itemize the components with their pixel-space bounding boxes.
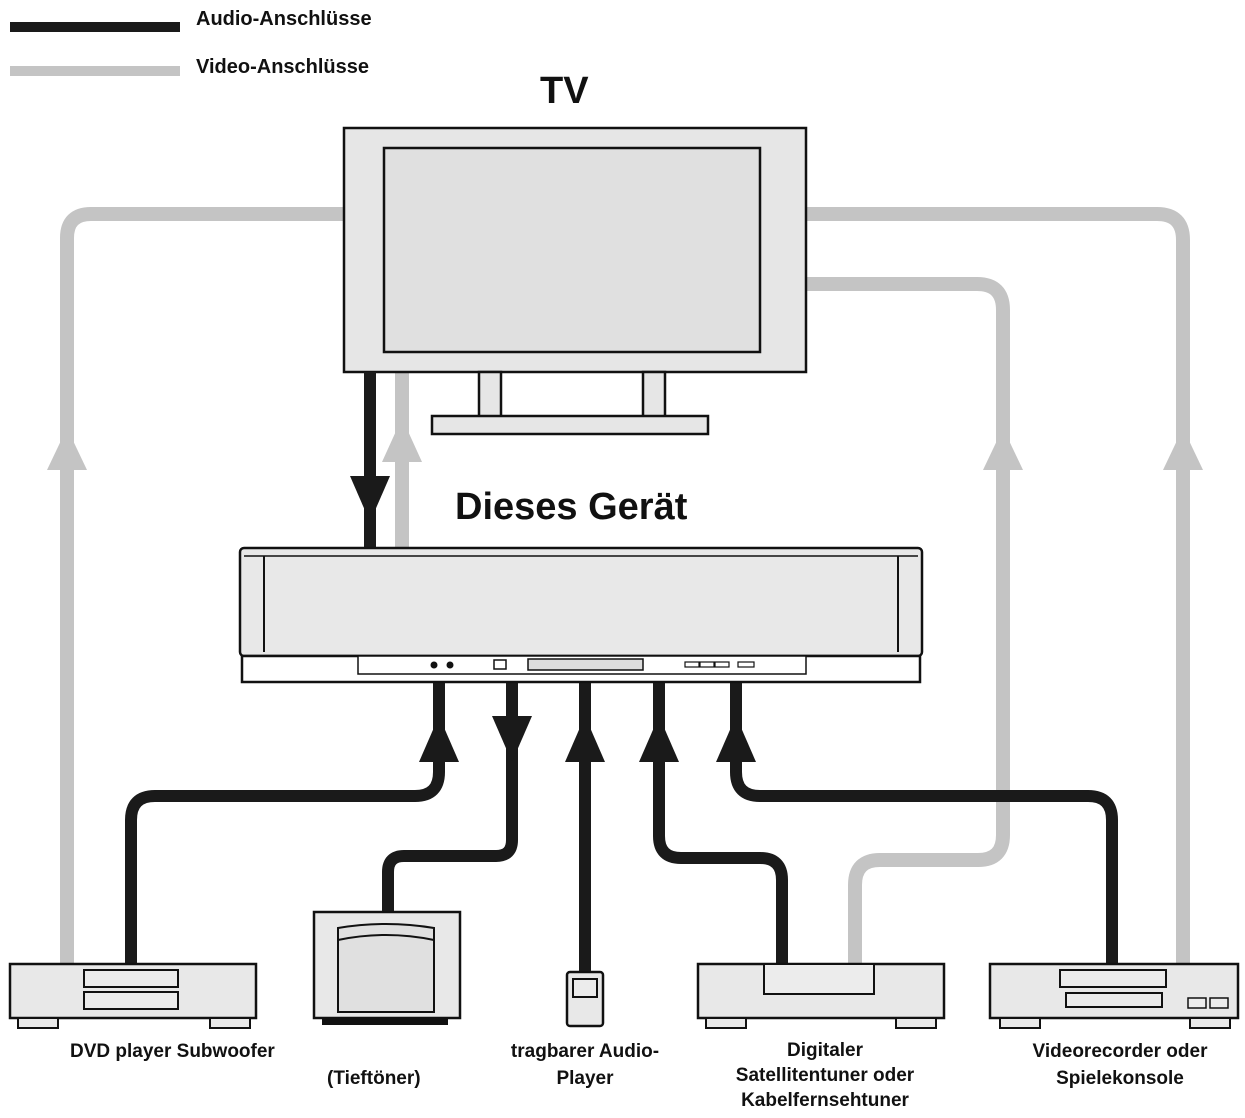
audio-arrow-dvd — [419, 716, 459, 762]
audio-cable-vcr — [730, 682, 1118, 965]
tv-illustration — [342, 126, 808, 436]
video-arrow-tuner — [983, 428, 1023, 470]
portable-player-label: tragbarer Audio- Player — [485, 1038, 685, 1092]
legend-audio-label: Audio-Anschlüsse — [196, 8, 372, 30]
dvd-player-illustration — [8, 962, 258, 1029]
tv-title: TV — [540, 70, 589, 112]
vcr-label-line1: Videorecorder oder — [1032, 1041, 1208, 1062]
tuner-label: Digitaler Satellitentuner oder Kabelfern… — [710, 1038, 940, 1113]
video-arrow-dvd — [47, 428, 87, 470]
audio-cable-tuner — [653, 682, 788, 965]
vcr-label: Videorecorder oder Spielekonsole — [1005, 1038, 1235, 1092]
tuner-label-line1: Digitaler — [786, 1040, 864, 1061]
video-cable-tuner — [805, 277, 1010, 965]
portable-label-line1: tragbarer Audio- — [510, 1041, 660, 1062]
audio-arrow-tv-device — [350, 476, 390, 522]
legend-video-swatch — [10, 66, 180, 76]
tv-stand — [430, 414, 710, 436]
dvd-label: DVD player Subwoofer — [70, 1041, 275, 1062]
tv-screen — [382, 146, 762, 354]
tuner-illustration — [696, 962, 946, 1029]
tuner-label-line3: Kabelfernsehtuner — [741, 1090, 909, 1111]
device-illustration — [238, 546, 924, 684]
legend-audio-swatch — [10, 22, 180, 32]
vcr-illustration — [988, 962, 1240, 1029]
audio-arrow-tuner — [639, 716, 679, 762]
portable-player-illustration — [565, 970, 605, 1028]
tuner-label-line2: Satellitentuner oder — [735, 1065, 915, 1086]
audio-arrow-subwoofer — [492, 716, 532, 762]
subwoofer-illustration — [312, 910, 462, 1025]
video-cable-vcr — [805, 207, 1190, 965]
subwoofer-label: (Tieftöner) — [327, 1068, 421, 1089]
legend-video-label: Video-Anschlüsse — [196, 56, 370, 78]
portable-label-line2: Player — [556, 1068, 614, 1089]
vcr-label-line2: Spielekonsole — [1056, 1068, 1184, 1089]
audio-arrow-portable — [565, 716, 605, 762]
audio-cable-subwoofer — [382, 682, 518, 912]
video-cable-dvd — [60, 207, 345, 965]
video-arrow-tv-device — [382, 418, 422, 462]
audio-arrow-vcr — [716, 716, 756, 762]
device-display — [527, 658, 644, 671]
audio-cable-dvd — [125, 682, 445, 965]
video-arrow-vcr — [1163, 428, 1203, 470]
device-title: Dieses Gerät — [455, 486, 688, 528]
